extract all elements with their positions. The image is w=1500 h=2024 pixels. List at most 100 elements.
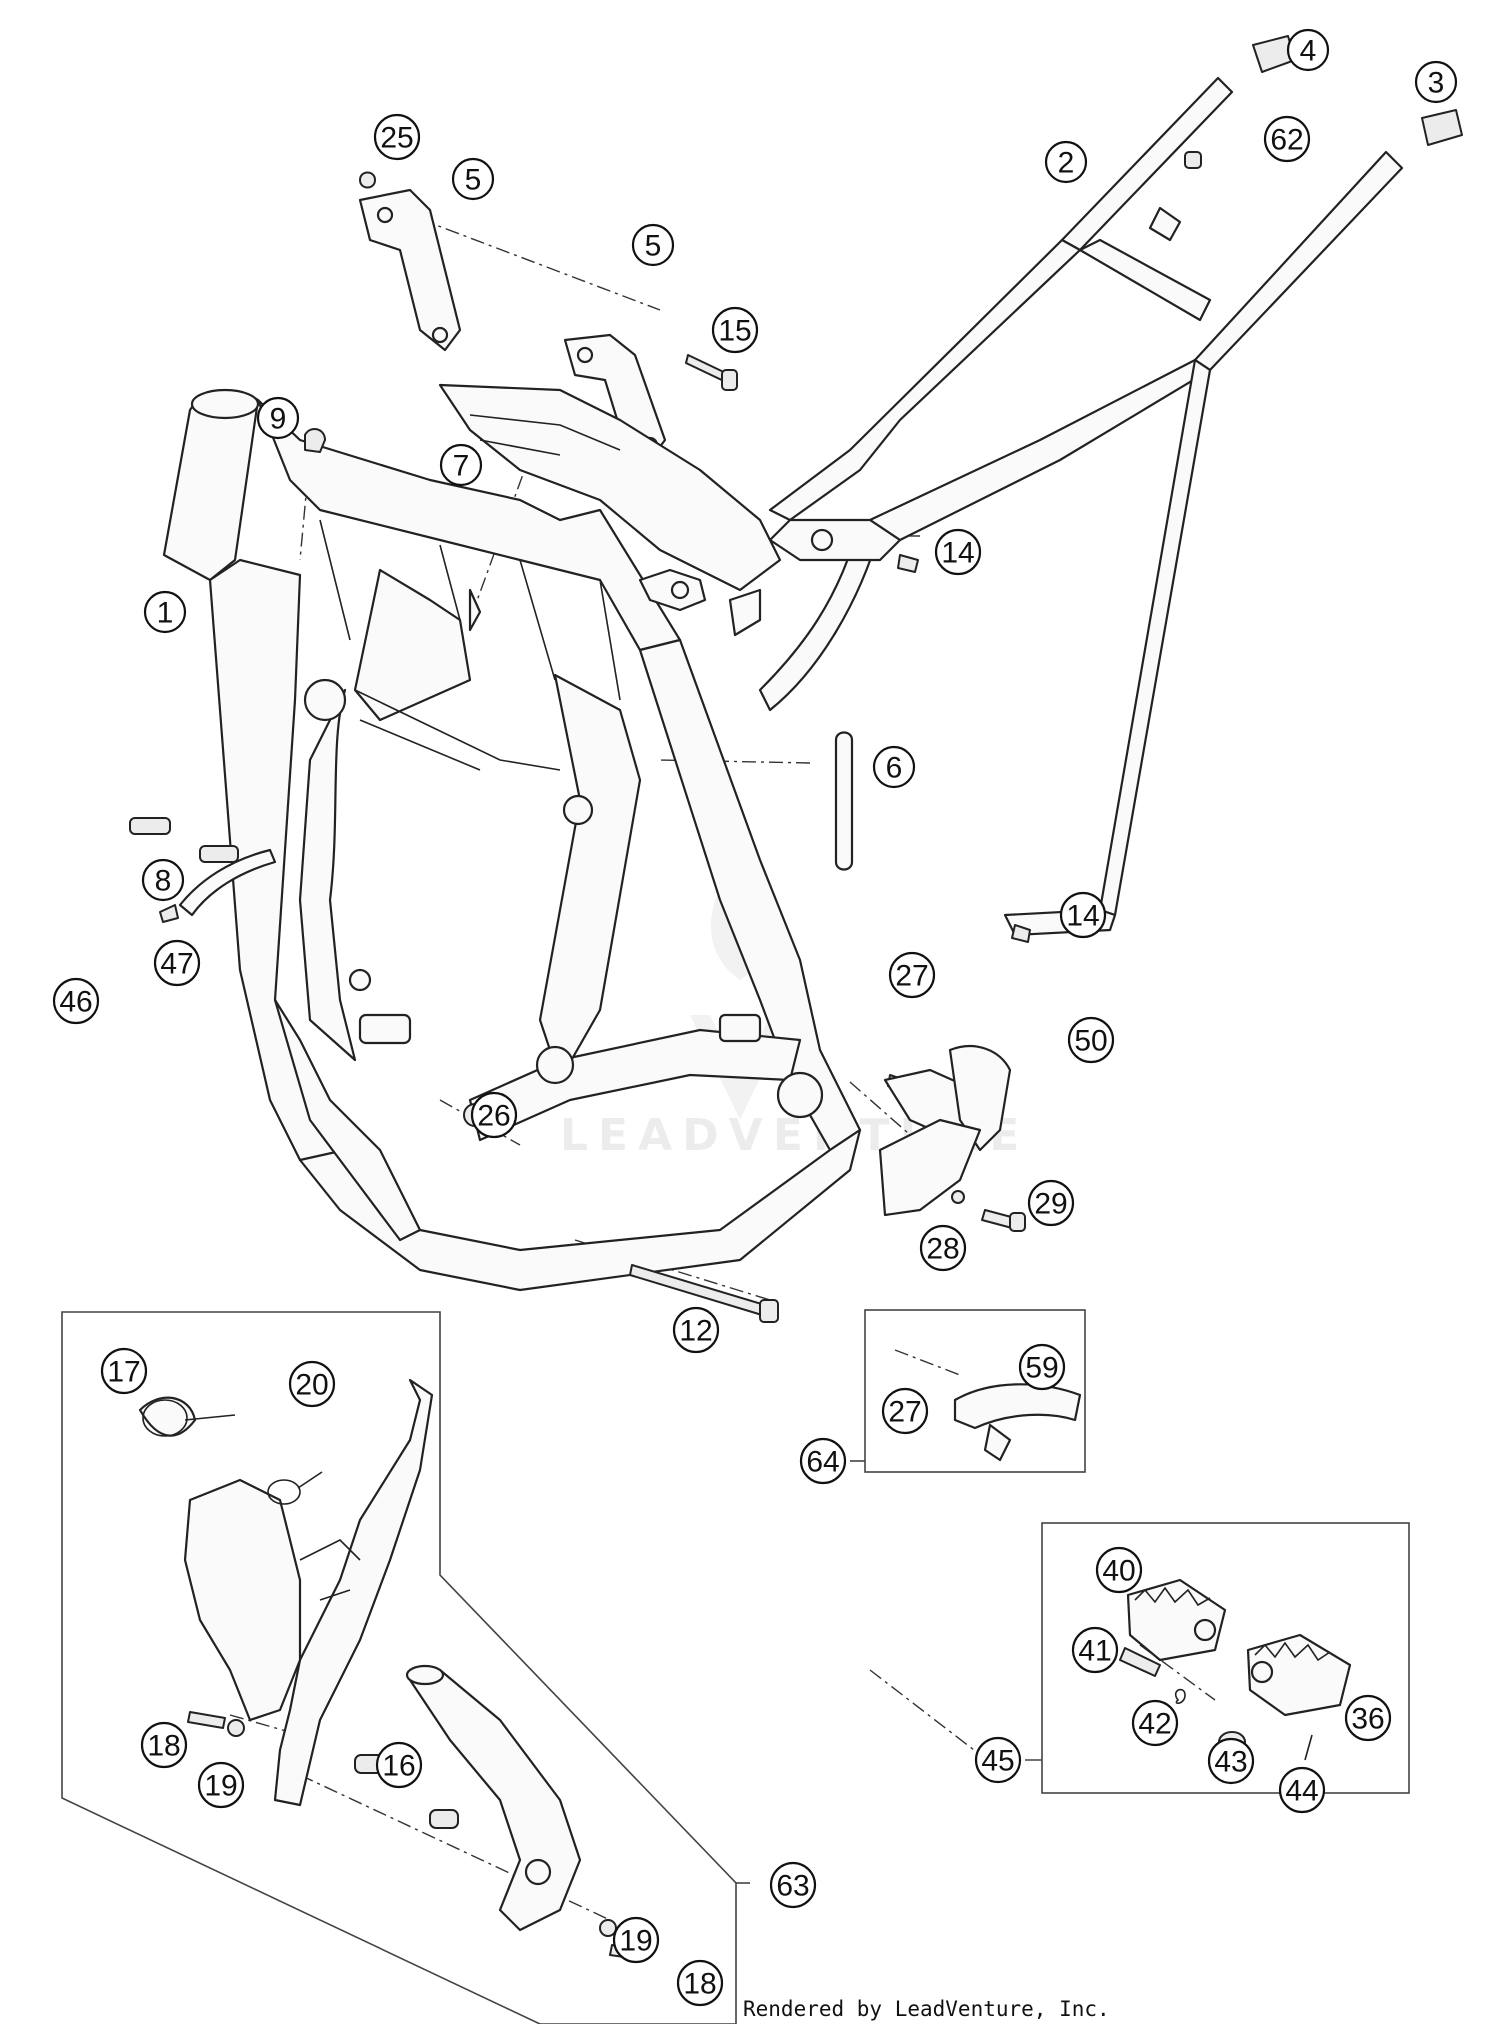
callout-number: 41 — [1078, 1635, 1111, 1668]
callout-number: 28 — [926, 1233, 959, 1266]
callout-circle — [881, 1387, 929, 1435]
callout-circle — [373, 113, 421, 161]
callout-circle — [1095, 1546, 1143, 1594]
callout-8: 8 — [141, 858, 185, 902]
callout-circle — [631, 223, 675, 267]
callout-number: 19 — [619, 1925, 652, 1958]
callout-circle — [1207, 1737, 1255, 1785]
callout-28: 28 — [919, 1224, 967, 1272]
callout-number: 5 — [465, 164, 482, 197]
footrest-kit — [1119, 1578, 1352, 1761]
callout-20: 20 — [288, 1360, 336, 1408]
callout-12: 12 — [672, 1306, 720, 1354]
callout-circle — [140, 1721, 188, 1769]
callout-26: 26 — [470, 1091, 518, 1139]
callout-number: 3 — [1428, 67, 1445, 100]
callout-circle — [1018, 1343, 1066, 1391]
callout-47: 47 — [153, 939, 201, 987]
brackets — [358, 188, 667, 462]
callout-number: 40 — [1102, 1555, 1135, 1588]
callout-17: 17 — [100, 1347, 148, 1395]
callout-number: 44 — [1285, 1775, 1318, 1808]
callout-number: 64 — [806, 1446, 839, 1479]
callout-number: 16 — [382, 1750, 415, 1783]
callout-circle — [934, 528, 982, 576]
callout-circle — [470, 1091, 518, 1139]
guide-parts — [878, 1045, 1012, 1217]
callout-7: 7 — [439, 443, 483, 487]
main-frame — [162, 388, 862, 1292]
callout-circle — [672, 1306, 720, 1354]
callout-number: 5 — [645, 230, 662, 263]
callout-41: 41 — [1071, 1626, 1119, 1674]
callout-circle — [256, 396, 300, 440]
callout-number: 12 — [679, 1315, 712, 1348]
sub-frame — [758, 76, 1404, 937]
callout-18: 18 — [140, 1721, 188, 1769]
callout-5: 5 — [451, 157, 495, 201]
callout-number: 59 — [1025, 1352, 1058, 1385]
callout-circle — [1278, 1766, 1326, 1814]
callout-number: 26 — [477, 1100, 510, 1133]
callout-63: 63 — [769, 1861, 817, 1909]
callout-circle — [711, 306, 759, 354]
callout-circle — [888, 951, 936, 999]
callout-circle — [1286, 28, 1330, 72]
callout-number: 15 — [718, 315, 751, 348]
callout-circle — [143, 590, 187, 634]
callout-number: 2 — [1058, 147, 1075, 180]
callout-number: 9 — [270, 403, 287, 436]
callout-circle — [1027, 1179, 1075, 1227]
callout-62: 62 — [1263, 115, 1311, 163]
callout-19: 19 — [197, 1761, 245, 1809]
callout-number: 14 — [1066, 900, 1099, 933]
callout-number: 63 — [776, 1870, 809, 1903]
callout-number: 45 — [981, 1745, 1014, 1778]
callout-circle — [153, 939, 201, 987]
callout-circle — [974, 1736, 1022, 1784]
callout-circle — [439, 443, 483, 487]
callout-number: 27 — [888, 1396, 921, 1429]
small-parts — [129, 428, 326, 923]
callout-1: 1 — [143, 590, 187, 634]
callout-number: 7 — [453, 450, 470, 483]
callout-circle — [769, 1861, 817, 1909]
chain-slider — [953, 1383, 1082, 1462]
callout-2: 2 — [1044, 140, 1088, 184]
callout-number: 8 — [155, 865, 172, 898]
callout-27: 27 — [888, 951, 936, 999]
callout-circle — [141, 858, 185, 902]
callout-circle — [1067, 1016, 1115, 1064]
heat-shield — [438, 383, 782, 637]
callout-number: 62 — [1270, 124, 1303, 157]
callout-circle — [872, 745, 916, 789]
callout-number: 27 — [895, 960, 928, 993]
callout-45: 45 — [974, 1736, 1022, 1784]
callout-circle — [1414, 60, 1458, 104]
frame-protectors — [138, 1378, 649, 1961]
callout-circle — [197, 1761, 245, 1809]
callout-number: 18 — [683, 1968, 716, 2001]
callout-44: 44 — [1278, 1766, 1326, 1814]
callout-number: 42 — [1138, 1708, 1171, 1741]
callout-circle — [676, 1959, 724, 2007]
callout-9: 9 — [256, 396, 300, 440]
credit-text: Rendered by LeadVenture, Inc. — [743, 1997, 1110, 2021]
callout-number: 18 — [147, 1730, 180, 1763]
callout-4: 4 — [1286, 28, 1330, 72]
callout-15: 15 — [711, 306, 759, 354]
callout-25: 25 — [373, 113, 421, 161]
callout-number: 20 — [295, 1369, 328, 1402]
callout-6: 6 — [872, 745, 916, 789]
callout-number: 17 — [107, 1356, 140, 1389]
callout-64: 64 — [799, 1437, 847, 1485]
callout-50: 50 — [1067, 1016, 1115, 1064]
callout-number: 19 — [204, 1770, 237, 1803]
callout-18: 18 — [676, 1959, 724, 2007]
end-caps — [1252, 35, 1463, 146]
callout-number: 43 — [1214, 1746, 1247, 1779]
callout-circle — [1044, 140, 1088, 184]
callout-27: 27 — [881, 1387, 929, 1435]
callout-circle — [799, 1437, 847, 1485]
